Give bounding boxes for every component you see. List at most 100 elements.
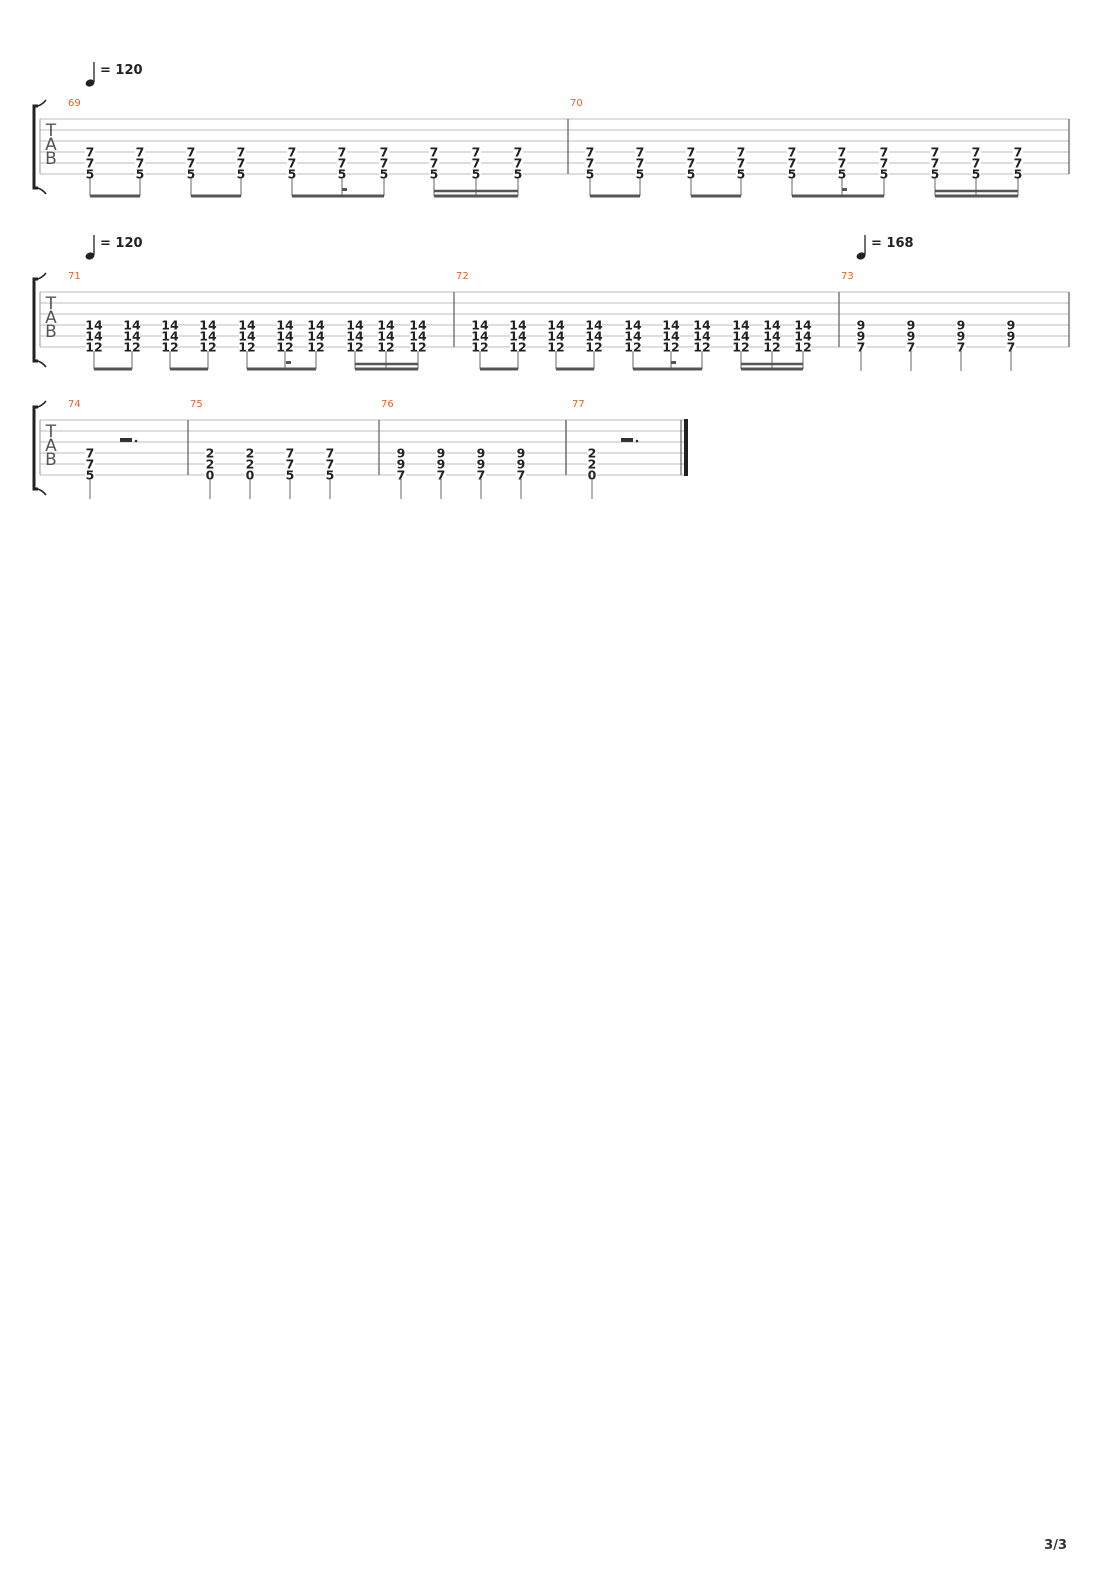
fret-number: 12 (471, 340, 488, 355)
fret-knockout (200, 342, 216, 352)
rest-dot (134, 439, 138, 443)
rest-mark (342, 188, 347, 191)
fret-knockout (347, 331, 363, 341)
fret-number: 12 (199, 340, 216, 355)
fret-number: 5 (430, 167, 439, 182)
fret-number: 5 (136, 167, 145, 182)
fret-knockout (162, 342, 178, 352)
fret-knockout (308, 331, 324, 341)
fret-number: 14 (585, 318, 603, 333)
fret-number: 2 (246, 457, 255, 472)
fret-knockout (277, 342, 293, 352)
fret-knockout (285, 459, 295, 469)
tab-clef-letter: B (45, 149, 57, 169)
fret-number: 12 (346, 340, 363, 355)
fret-number: 9 (477, 457, 486, 472)
rest-mark (671, 361, 676, 364)
fret-number: 7 (136, 145, 145, 160)
fret-number: 7 (838, 145, 847, 160)
fret-number: 5 (880, 167, 889, 182)
fret-knockout (879, 158, 889, 168)
tab-clef-letter: A (45, 436, 57, 456)
fret-knockout (694, 320, 710, 330)
fret-number: 14 (409, 329, 427, 344)
measure-number: 69 (68, 98, 81, 109)
fret-knockout (245, 448, 255, 458)
fret-number: 0 (206, 468, 215, 483)
fret-knockout (906, 331, 916, 341)
fret-number: 14 (85, 329, 103, 344)
fret-number: 7 (636, 156, 645, 171)
fret-knockout (429, 158, 439, 168)
fret-number: 9 (477, 446, 486, 461)
measure-number: 73 (841, 271, 854, 282)
fret-knockout (856, 320, 866, 330)
fret-knockout (586, 331, 602, 341)
fret-number: 7 (586, 145, 595, 160)
fret-knockout (956, 320, 966, 330)
dotted-half-rest (621, 438, 633, 442)
fret-knockout (585, 169, 595, 179)
fret-number: 7 (237, 156, 246, 171)
tempo-mark: = 120 (100, 63, 143, 78)
fret-knockout (236, 158, 246, 168)
fret-knockout (1006, 331, 1016, 341)
fret-knockout (930, 147, 940, 157)
fret-number: 14 (346, 318, 364, 333)
fret-knockout (733, 342, 749, 352)
fret-number: 7 (788, 156, 797, 171)
fret-knockout (410, 320, 426, 330)
fret-knockout (736, 169, 746, 179)
fret-number: 7 (1014, 156, 1023, 171)
fret-number: 14 (409, 318, 427, 333)
fret-knockout (930, 158, 940, 168)
bracket-top-hook (37, 272, 47, 280)
quarter-note-icon (85, 252, 95, 260)
fret-number: 5 (514, 167, 523, 182)
fret-knockout (856, 342, 866, 352)
fret-knockout (471, 169, 481, 179)
fret-knockout (476, 470, 486, 480)
fret-number: 5 (972, 167, 981, 182)
fret-number: 14 (732, 318, 750, 333)
fret-number: 5 (338, 167, 347, 182)
fret-knockout (956, 342, 966, 352)
fret-number: 5 (326, 468, 335, 483)
fret-knockout (429, 169, 439, 179)
fret-knockout (879, 169, 889, 179)
fret-number: 7 (338, 145, 347, 160)
fret-knockout (85, 147, 95, 157)
fret-knockout (85, 459, 95, 469)
fret-knockout (1013, 169, 1023, 179)
fret-number: 7 (86, 145, 95, 160)
fret-knockout (635, 169, 645, 179)
fret-number: 7 (187, 156, 196, 171)
fret-knockout (663, 320, 679, 330)
fret-number: 5 (931, 167, 940, 182)
fret-number: 14 (161, 329, 179, 344)
bracket-top-hook (37, 400, 47, 408)
fret-knockout (625, 331, 641, 341)
fret-number: 5 (86, 167, 95, 182)
fret-number: 14 (624, 318, 642, 333)
fret-number: 7 (514, 156, 523, 171)
fret-knockout (245, 470, 255, 480)
fret-knockout (396, 448, 406, 458)
fret-knockout (236, 147, 246, 157)
fret-number: 12 (732, 340, 749, 355)
fret-knockout (516, 470, 526, 480)
fret-number: 14 (509, 329, 527, 344)
fret-knockout (287, 158, 297, 168)
fret-number: 7 (972, 156, 981, 171)
fret-knockout (764, 342, 780, 352)
fret-knockout (471, 147, 481, 157)
fret-knockout (471, 158, 481, 168)
tempo-mark: = 168 (871, 236, 914, 251)
fret-knockout (86, 320, 102, 330)
fret-knockout (245, 459, 255, 469)
fret-knockout (625, 320, 641, 330)
fret-knockout (239, 320, 255, 330)
fret-knockout (510, 331, 526, 341)
bracket-bottom-hook (37, 187, 47, 195)
fret-knockout (694, 342, 710, 352)
